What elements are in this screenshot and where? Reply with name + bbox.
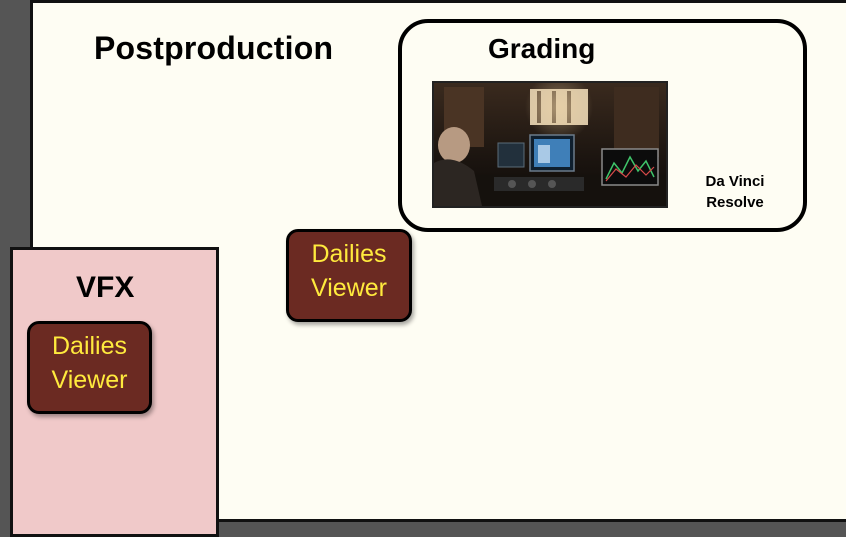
vfx-title: VFX: [76, 271, 135, 304]
grading-suite-photo: [432, 81, 668, 208]
postproduction-title: Postproduction: [94, 30, 334, 66]
dailies-viewer-line2: Viewer: [311, 274, 387, 302]
grading-title: Grading: [488, 33, 596, 64]
grading-suite-image: [434, 83, 666, 206]
vfx-dailies-viewer-button[interactable]: Dailies Viewer: [27, 321, 152, 414]
dailies-viewer-line1: Dailies: [311, 240, 387, 268]
post-dailies-viewer-button[interactable]: Dailies Viewer: [286, 229, 412, 322]
diagram-canvas: Postproduction Grading: [10, 0, 846, 537]
dailies-viewer-line2: Viewer: [51, 366, 128, 394]
davinci-label-line1: Da Vinci: [705, 173, 765, 190]
davinci-resolve-label: Da Vinci Resolve: [690, 171, 780, 213]
dailies-viewer-line1: Dailies: [51, 332, 128, 360]
davinci-label-line2: Resolve: [706, 194, 764, 211]
